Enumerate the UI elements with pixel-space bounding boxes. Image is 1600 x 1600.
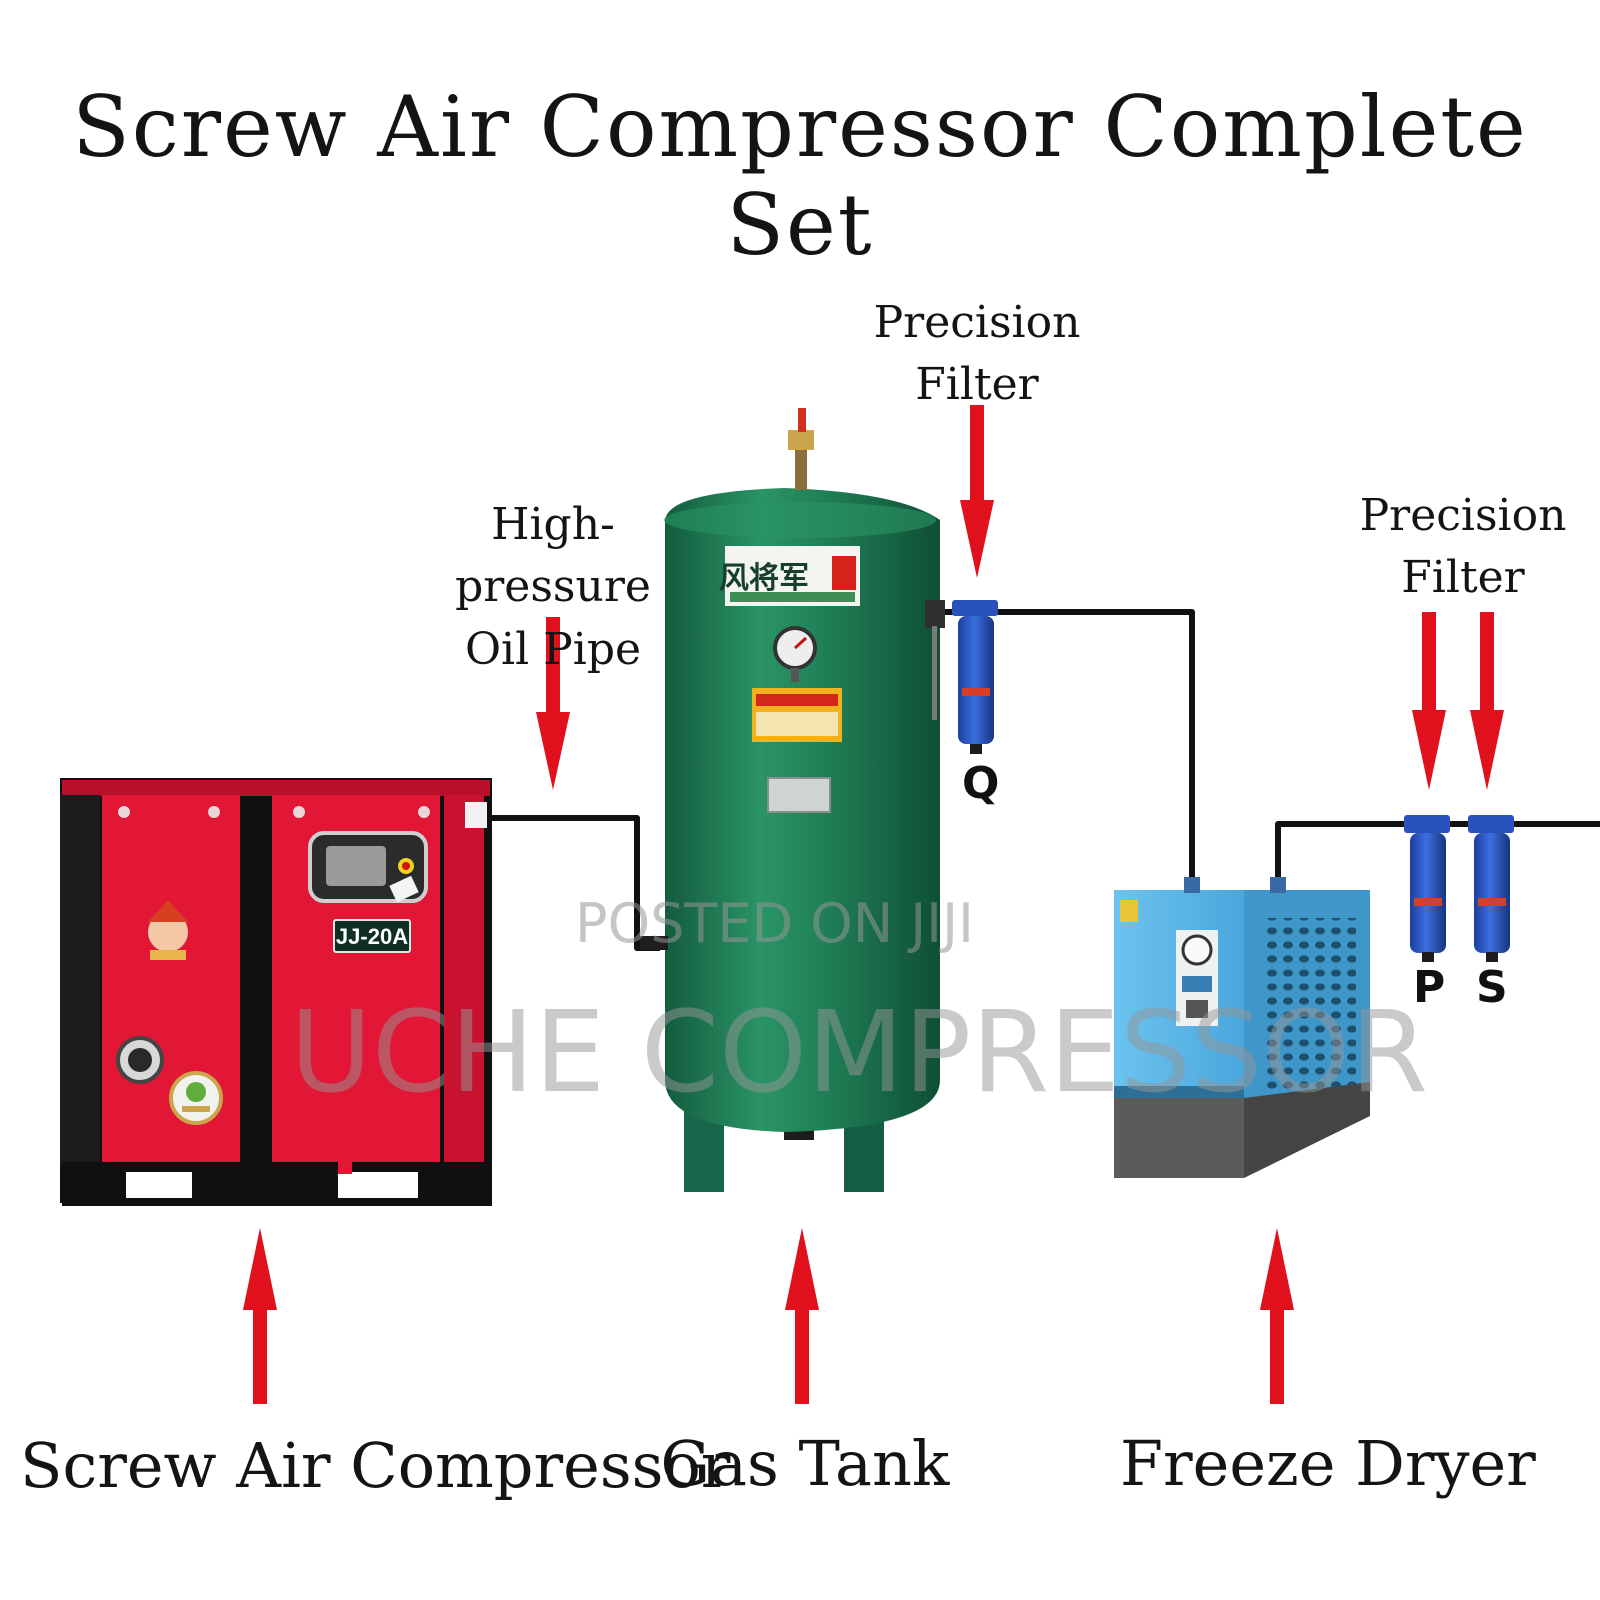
quality-seal-icon — [171, 1073, 221, 1123]
watermark-uche-compressor: UCHE COMPRESSOR — [290, 988, 1428, 1118]
arrow-up-freeze-dryer — [1260, 1228, 1294, 1404]
arrow-down-filter-p — [1412, 612, 1446, 790]
arrow-up-gas-tank — [785, 1228, 819, 1404]
gauge-knob-icon — [118, 1038, 162, 1082]
label-oil-pipe: High-pressure Oil Pipe — [398, 494, 708, 681]
label-screw-air-compressor: Screw Air Compressor — [20, 1422, 600, 1510]
label-precision-filter-right: Precision Filter — [1348, 485, 1578, 610]
tank-nameplate — [768, 778, 830, 812]
label-freeze-dryer: Freeze Dryer — [1120, 1420, 1480, 1508]
arrow-down-filter-q — [960, 405, 994, 578]
arrow-down-filter-s — [1470, 612, 1504, 790]
filter-letter-q: Q — [962, 758, 999, 809]
model-badge-text: JJ-20A — [336, 924, 408, 949]
label-gas-tank: Gas Tank — [650, 1420, 960, 1508]
precision-filter-p — [1404, 815, 1450, 962]
label-precision-filter-top: Precision Filter — [862, 292, 1092, 417]
watermark-posted-on-jiji: POSTED ON JIJI — [575, 892, 974, 955]
precision-filter-s — [1468, 815, 1514, 962]
arrow-up-compressor — [243, 1228, 277, 1404]
pipe-filter-q-to-dryer — [993, 612, 1192, 880]
tank-brand-text: 风将军 — [719, 562, 809, 595]
filter-letter-s: S — [1476, 962, 1508, 1013]
